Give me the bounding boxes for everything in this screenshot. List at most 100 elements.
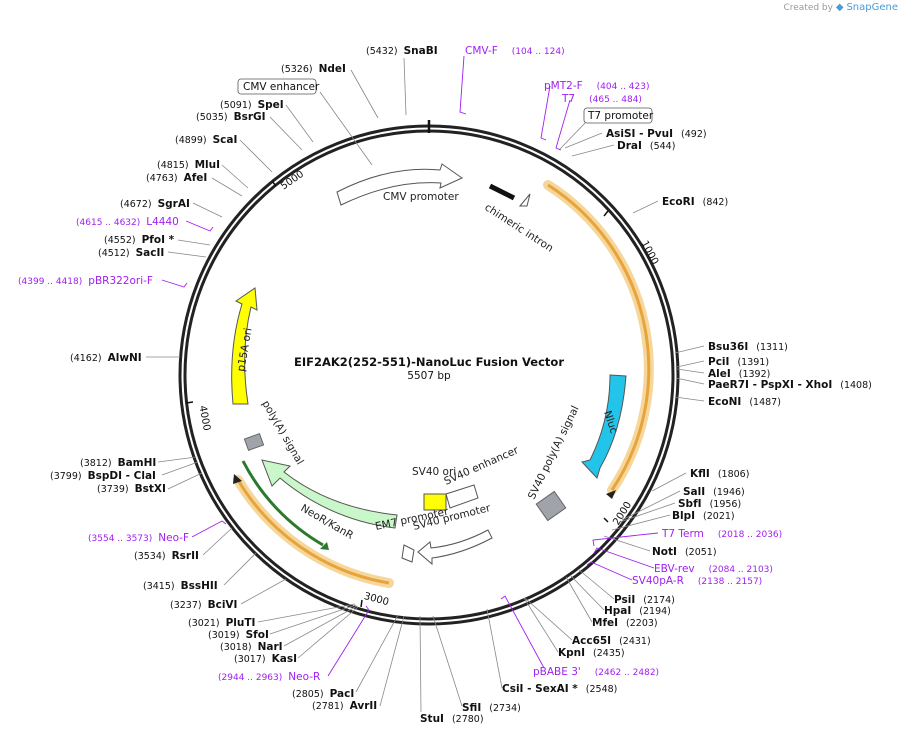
enzyme-bsu36i[interactable]: Bsu36I(1311) <box>708 341 788 353</box>
enzyme-kpni[interactable]: KpnI(2435) <box>558 647 625 659</box>
primer-sv40par[interactable]: SV40pA-R(2138 .. 2157) <box>632 575 762 587</box>
enzyme-psii[interactable]: PsiI(2174) <box>614 594 675 606</box>
enzyme-bamhi[interactable]: (3812)BamHI <box>80 457 156 469</box>
enzyme-mfei[interactable]: MfeI (2203) <box>592 617 658 629</box>
enzyme-csii-sexai[interactable]: CsiI - SexAI *(2548) <box>502 683 617 695</box>
enzyme-noti[interactable]: NotI(2051) <box>652 546 717 558</box>
primer-neor[interactable]: (2944 .. 2963)Neo-R <box>218 671 320 683</box>
enzyme-bsrgi[interactable]: (5035)BsrGI <box>196 111 266 123</box>
enzyme-sali-name: SalI <box>683 486 705 498</box>
enzyme-kfli[interactable]: KflI(1806) <box>690 468 749 480</box>
leader-bsshii <box>223 552 257 586</box>
enzyme-pcii[interactable]: PciI(1391) <box>708 356 769 368</box>
enzyme-mlui[interactable]: (4815)MluI <box>157 159 220 171</box>
enzyme-kasi[interactable]: (3017)KasI <box>234 653 297 665</box>
primer-neof[interactable]: (3554 .. 3573)Neo-F <box>88 532 189 544</box>
sv40-ori-feature <box>423 493 447 511</box>
primer-pbr322-pos: (4399 .. 4418) <box>18 277 82 287</box>
enzyme-ecori[interactable]: EcoRI(842) <box>662 196 728 208</box>
enzyme-afei-name: AfeI <box>184 172 208 184</box>
enzyme-sfii[interactable]: SfiI(2734) <box>462 702 521 714</box>
enzyme-alwni-name: AlwNI <box>108 352 142 364</box>
tick-3000 <box>360 599 363 608</box>
enzyme-drai[interactable]: DraI(544) <box>617 140 675 152</box>
enzyme-pfoi[interactable]: (4552)PfoI * <box>104 234 175 246</box>
enzyme-sali[interactable]: SalI(1946) <box>683 486 745 498</box>
primer-t7term-name: T7 Term <box>661 528 704 540</box>
enzyme-blpi[interactable]: BlpI(2021) <box>672 510 735 522</box>
enzyme-acc65i[interactable]: Acc65I(2431) <box>572 635 651 647</box>
leader-scai <box>239 139 273 173</box>
label-em7-promoter: EM7 promoter <box>374 506 450 533</box>
enzyme-rsrii[interactable]: (3534)RsrII <box>134 550 199 562</box>
leader-kpni <box>523 597 559 653</box>
primer-line-l4440 <box>185 220 214 232</box>
enzyme-snabi-name: SnaBI <box>404 45 438 57</box>
enzyme-bsshii-name: BssHII <box>181 580 218 592</box>
t7-promoter-box[interactable] <box>583 107 653 124</box>
enzyme-asisi-pvui[interactable]: AsiSI - PvuI(492) <box>606 128 707 140</box>
enzyme-afei[interactable]: (4763)AfeI <box>146 172 207 184</box>
primer-line-cmvf <box>459 55 467 115</box>
enzyme-labels: (5432)SnaBI (5326)NdeI (5091)SpeI (5035)… <box>50 45 872 725</box>
enzyme-snabi[interactable]: (5432)SnaBI <box>366 45 438 57</box>
enzyme-stui-pos: (2780) <box>452 714 484 725</box>
enzyme-stui[interactable]: StuI (2780) <box>420 713 484 725</box>
enzyme-alwni[interactable]: (4162)AlwNI <box>70 352 142 364</box>
enzyme-sgrai[interactable]: (4672)SgrAI <box>120 198 190 210</box>
primer-cmvf[interactable]: CMV-F (104 .. 124) <box>465 45 565 57</box>
enzyme-bsshii[interactable]: (3415)BssHII <box>143 580 218 592</box>
enzyme-ndei[interactable]: (5326)NdeI <box>281 63 346 75</box>
enzyme-bstxi[interactable]: (3739)BstXI <box>97 483 166 495</box>
enzyme-bamhi-name: BamHI <box>118 457 157 469</box>
leader-nari <box>283 605 358 647</box>
enzyme-scai[interactable]: (4899)ScaI <box>175 134 237 146</box>
enzyme-sbfi[interactable]: SbfI(1956) <box>678 498 741 510</box>
primer-line-ebvrev <box>593 547 655 569</box>
tick-label-4000: 4000 <box>197 405 212 432</box>
enzyme-kasi-pos: (3017) <box>234 654 266 665</box>
enzyme-avrii-pos: (2781) <box>312 701 344 712</box>
primer-pmt2f[interactable]: pMT2-F(404 .. 423) <box>544 80 649 92</box>
enzyme-kfli-name: KflI <box>690 468 710 480</box>
enzyme-bstxi-pos: (3739) <box>97 484 129 495</box>
enzyme-sfoi[interactable]: (3019)SfoI <box>208 629 269 641</box>
leader-paer7i <box>675 377 705 385</box>
primer-ebvrev-pos: (2084 .. 2103) <box>709 565 773 575</box>
primer-pbabe3[interactable]: pBABE 3'(2462 .. 2482) <box>533 666 659 678</box>
enzyme-pluti[interactable]: (3021)PluTI <box>188 617 255 629</box>
enzyme-alei[interactable]: AleI(1392) <box>708 368 770 380</box>
enzyme-spei[interactable]: (5091)SpeI <box>220 99 284 111</box>
neo-orf-arc <box>241 460 324 547</box>
enzyme-nari[interactable]: (3018)NarI <box>220 641 283 653</box>
enzyme-bspdi-clai[interactable]: (3799)BspDI - ClaI <box>50 470 156 482</box>
cmv-enhancer-box[interactable] <box>237 78 317 95</box>
primer-cmvf-pos: (104 .. 124) <box>512 47 565 57</box>
enzyme-avrii[interactable]: (2781)AvrII <box>312 700 377 712</box>
enzyme-paer7i-xhoi[interactable]: PaeR7I - PspXI - XhoI(1408) <box>708 379 872 391</box>
primer-t7term[interactable]: T7 Term(2018 .. 2036) <box>661 528 782 540</box>
enzyme-bcivi[interactable]: (3237)BciVI <box>170 599 237 611</box>
enzyme-mfei-name: MfeI <box>592 617 618 629</box>
label-chimeric-intron: chimeric intron <box>482 201 555 254</box>
leader-bsrgi <box>269 116 303 151</box>
primer-l4440[interactable]: (4615 .. 4632)L4440 <box>76 216 179 228</box>
enzyme-paci[interactable]: (2805)PacI <box>292 688 354 700</box>
enzyme-stui-name: StuI <box>420 713 444 725</box>
enzyme-hpai[interactable]: HpaI(2194) <box>604 605 671 617</box>
em7-promoter-feature <box>401 544 415 563</box>
primer-ebvrev[interactable]: EBV-rev(2084 .. 2103) <box>654 563 773 575</box>
primer-t7[interactable]: T7(465 .. 484) <box>561 93 642 105</box>
leader-bspdi <box>161 461 199 476</box>
scale-ticks: 1000 2000 3000 4000 5000 <box>185 169 660 608</box>
primer-pbr322ori[interactable]: (4399 .. 4418)pBR322ori-F <box>18 275 153 287</box>
enzyme-econi[interactable]: EcoNI(1487) <box>708 396 781 408</box>
enzyme-paer7i-pos: (1408) <box>840 380 872 391</box>
primer-cmvf-name: CMV-F <box>465 45 498 57</box>
leader-csii <box>486 608 503 689</box>
enzyme-drai-pos: (544) <box>650 141 676 152</box>
enzyme-sacii[interactable]: (4512)SacII <box>98 247 164 259</box>
p15a-ori-feature <box>231 287 258 405</box>
primer-l4440-name: L4440 <box>146 216 179 228</box>
enzyme-mfei-pos: (2203) <box>626 618 658 629</box>
